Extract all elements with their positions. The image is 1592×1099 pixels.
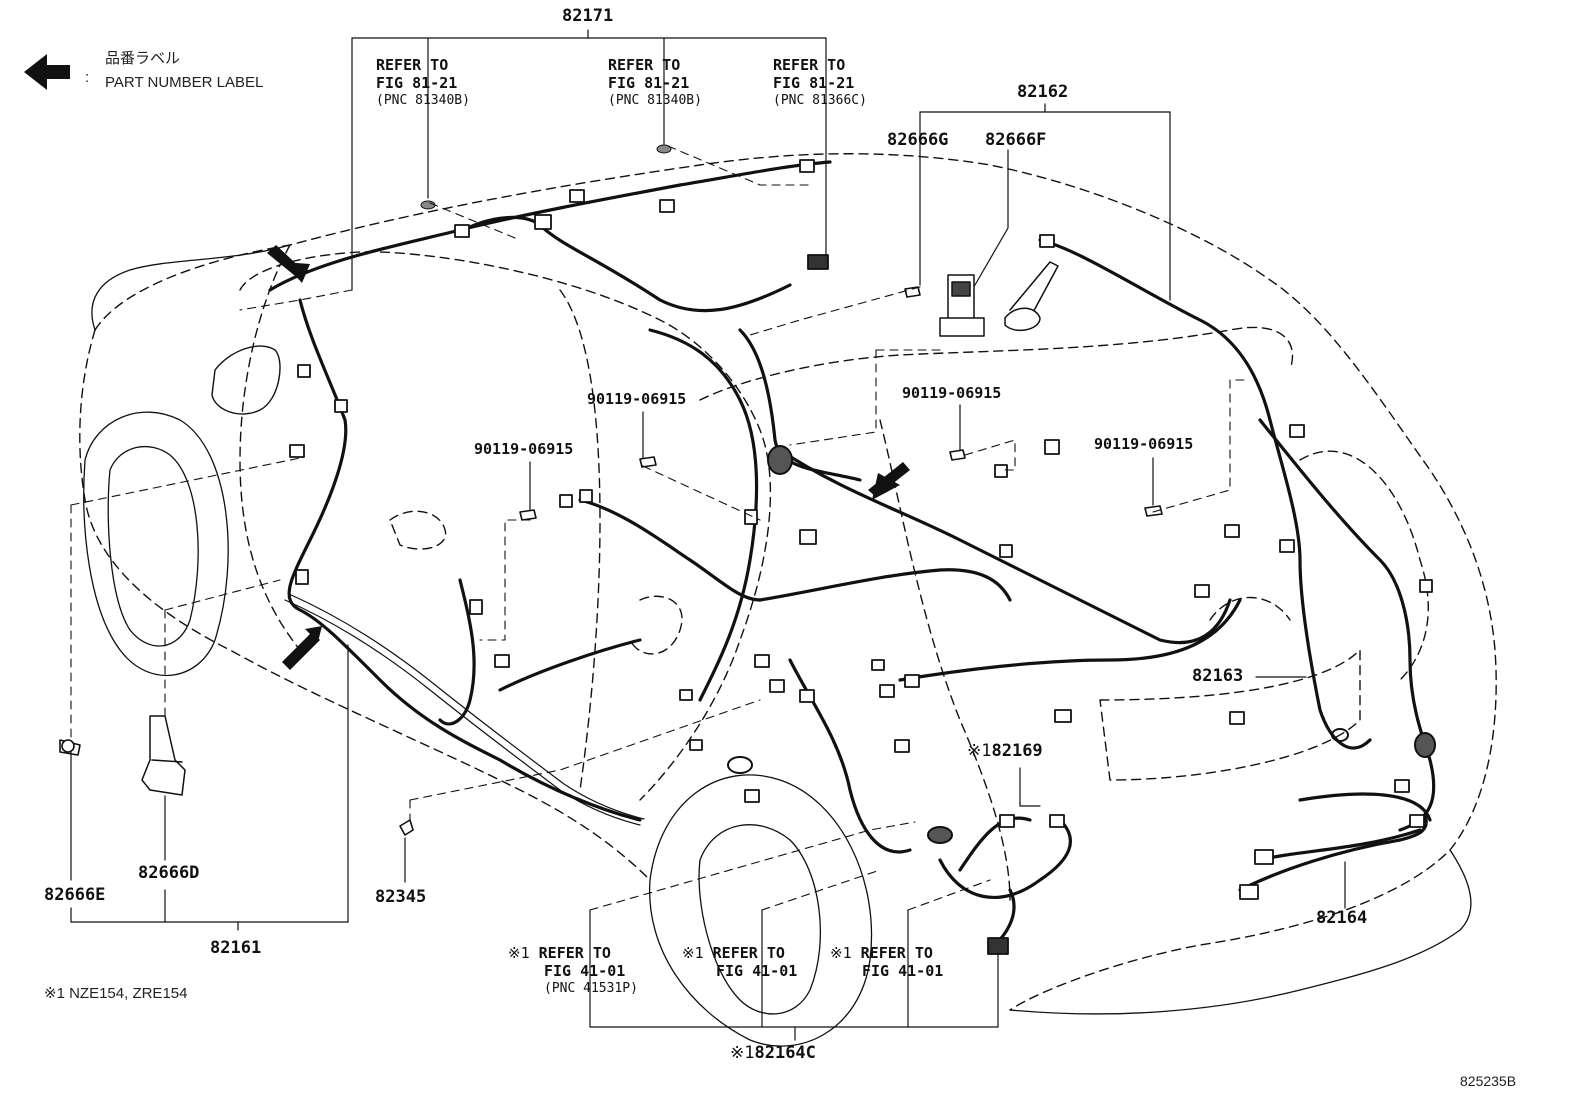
- leader-lines: [70, 29, 1346, 1041]
- part-bolt-90119-d: 90119-06915: [1094, 435, 1194, 453]
- part-82164: 82164: [1316, 908, 1368, 928]
- refer-note-bottom-3: ※1 REFER TO FIG 41-01: [830, 944, 944, 980]
- refer-note-bottom-2: ※1 REFER TO FIG 41-01: [682, 944, 798, 980]
- figure-id: 825235B: [1460, 1073, 1517, 1089]
- part-bolt-90119-b: 90119-06915: [474, 440, 574, 458]
- relay-block: [939, 274, 985, 337]
- legend-title-jp: 品番ラベル: [105, 50, 181, 67]
- part-82164C: ※182164C: [730, 1045, 816, 1062]
- legend-colon: :: [85, 69, 90, 86]
- refer-note-top-2: REFER TO FIG 81-21 (PNC 81340B): [608, 56, 702, 108]
- part-82345: 82345: [375, 887, 427, 907]
- part-82163: 82163: [1192, 666, 1244, 686]
- legend-arrow: [24, 54, 70, 90]
- side-mirror: [211, 345, 281, 415]
- part-82171: 82171: [562, 6, 614, 26]
- part-82666G: 82666G: [887, 130, 949, 150]
- wheel-outlines: [83, 244, 1472, 1047]
- part-82666D: 82666D: [138, 863, 200, 883]
- bracket-82666D: [141, 715, 186, 796]
- part-82169-number: 82169: [991, 741, 1043, 761]
- part-82666F: 82666F: [985, 130, 1047, 150]
- part-82666E: 82666E: [44, 885, 106, 905]
- refer-note-top-1: REFER TO FIG 81-21 (PNC 81340B): [376, 56, 470, 108]
- part-82169: ※182169: [967, 743, 1043, 760]
- harness-wires: [268, 160, 1436, 947]
- car-body-outline: [79, 153, 1497, 1011]
- part-82161: 82161: [210, 938, 262, 958]
- part-82164C-number: 82164C: [754, 1043, 816, 1063]
- rocker-harness: [284, 593, 645, 826]
- part-number-label-arrow-icon: [20, 48, 80, 88]
- connectors: [289, 159, 1433, 955]
- dashed-leaders: [70, 145, 1246, 911]
- bolts: [59, 286, 1163, 836]
- small-discs: [420, 144, 672, 210]
- footnote: ※1 NZE154, ZRE154: [44, 985, 188, 1002]
- legend-title-en: PART NUMBER LABEL: [105, 74, 264, 91]
- part-bolt-90119-a: 90119-06915: [587, 390, 687, 408]
- note-mark: ※1: [967, 741, 992, 761]
- antenna: [1004, 261, 1059, 332]
- note-mark: ※1: [730, 1043, 755, 1063]
- part-82162: 82162: [1017, 82, 1069, 102]
- part-bolt-90119-c: 90119-06915: [902, 384, 1002, 402]
- refer-note-top-3: REFER TO FIG 81-21 (PNC 81366C): [773, 56, 867, 108]
- grommets: [727, 445, 1436, 844]
- label-arrows: [267, 245, 910, 670]
- refer-note-bottom-1: ※1 REFER TO FIG 41-01 (PNC 41531P): [508, 944, 638, 996]
